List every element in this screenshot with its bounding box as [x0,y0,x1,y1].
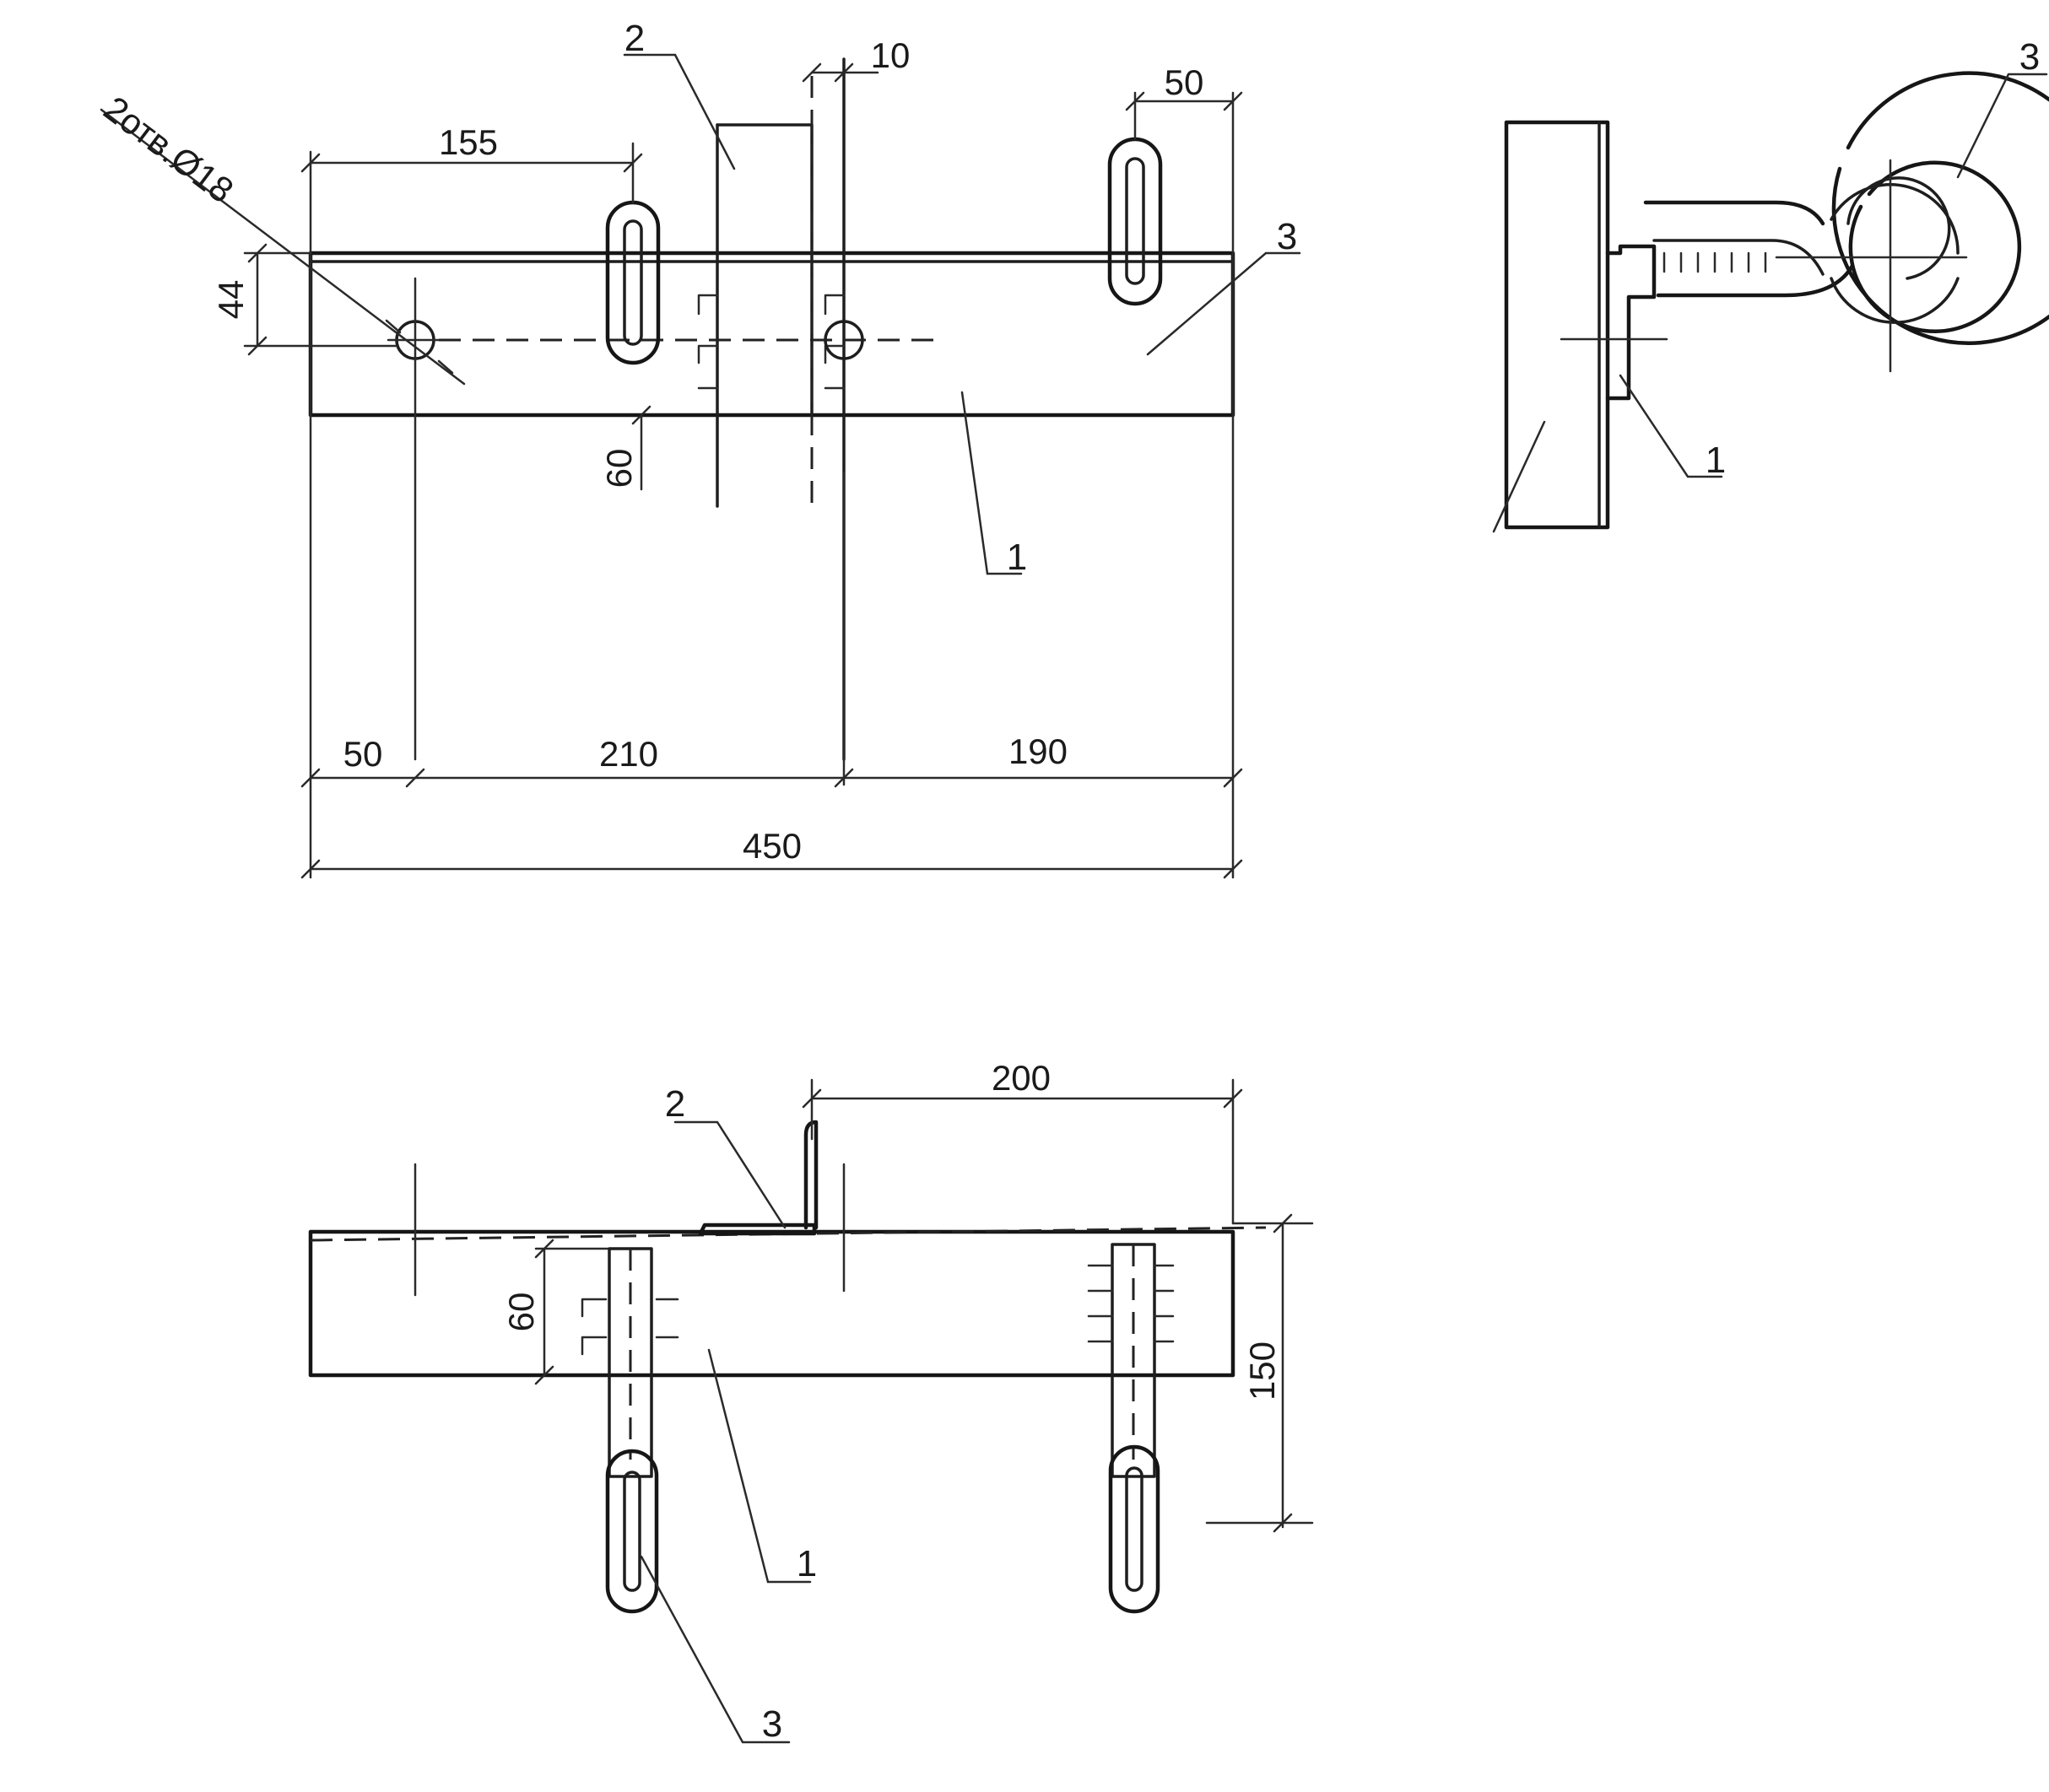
label-part-3-plan: 3 [762,1703,782,1745]
label-part-2-front: 2 [624,18,645,59]
dim-10: 10 [871,35,911,75]
dim-450: 450 [743,826,802,866]
label-part-1-plan: 1 [797,1543,817,1584]
dim-60-front: 60 [599,449,639,488]
label-part-1-side: 1 [1706,440,1726,481]
dim-50-bottom: 50 [343,734,383,774]
part-labels: 2 3 1 3 1 2 1 3 [624,18,2040,1745]
plan-plate [308,1229,1235,1378]
plan-rod-right-end [1108,1444,1160,1614]
dim-190: 190 [1008,731,1068,771]
label-part-1-front: 1 [1007,537,1027,578]
dim-60-plan: 60 [501,1293,541,1332]
rod-loop-right [1107,137,1163,306]
front-plate [308,251,1235,418]
dim-50-top: 50 [1165,62,1204,102]
dim-200: 200 [992,1058,1051,1098]
side-plate [1504,120,1610,530]
dim-155: 155 [439,122,498,162]
side-view [1492,71,2049,533]
holes-annotation: 2отв.Ø18 [97,89,241,211]
dim-210: 210 [599,734,658,774]
label-part-3-front: 3 [1277,216,1297,257]
label-part-2-plan: 2 [665,1083,685,1125]
front-view [100,53,1301,879]
plan-rod-left-end [605,1449,659,1614]
dim-150: 150 [1242,1341,1282,1401]
weld-marks-front [697,294,846,390]
plan-view [308,1078,1314,1744]
label-part-3-side: 3 [2019,36,2040,78]
dim-44: 44 [211,280,251,320]
